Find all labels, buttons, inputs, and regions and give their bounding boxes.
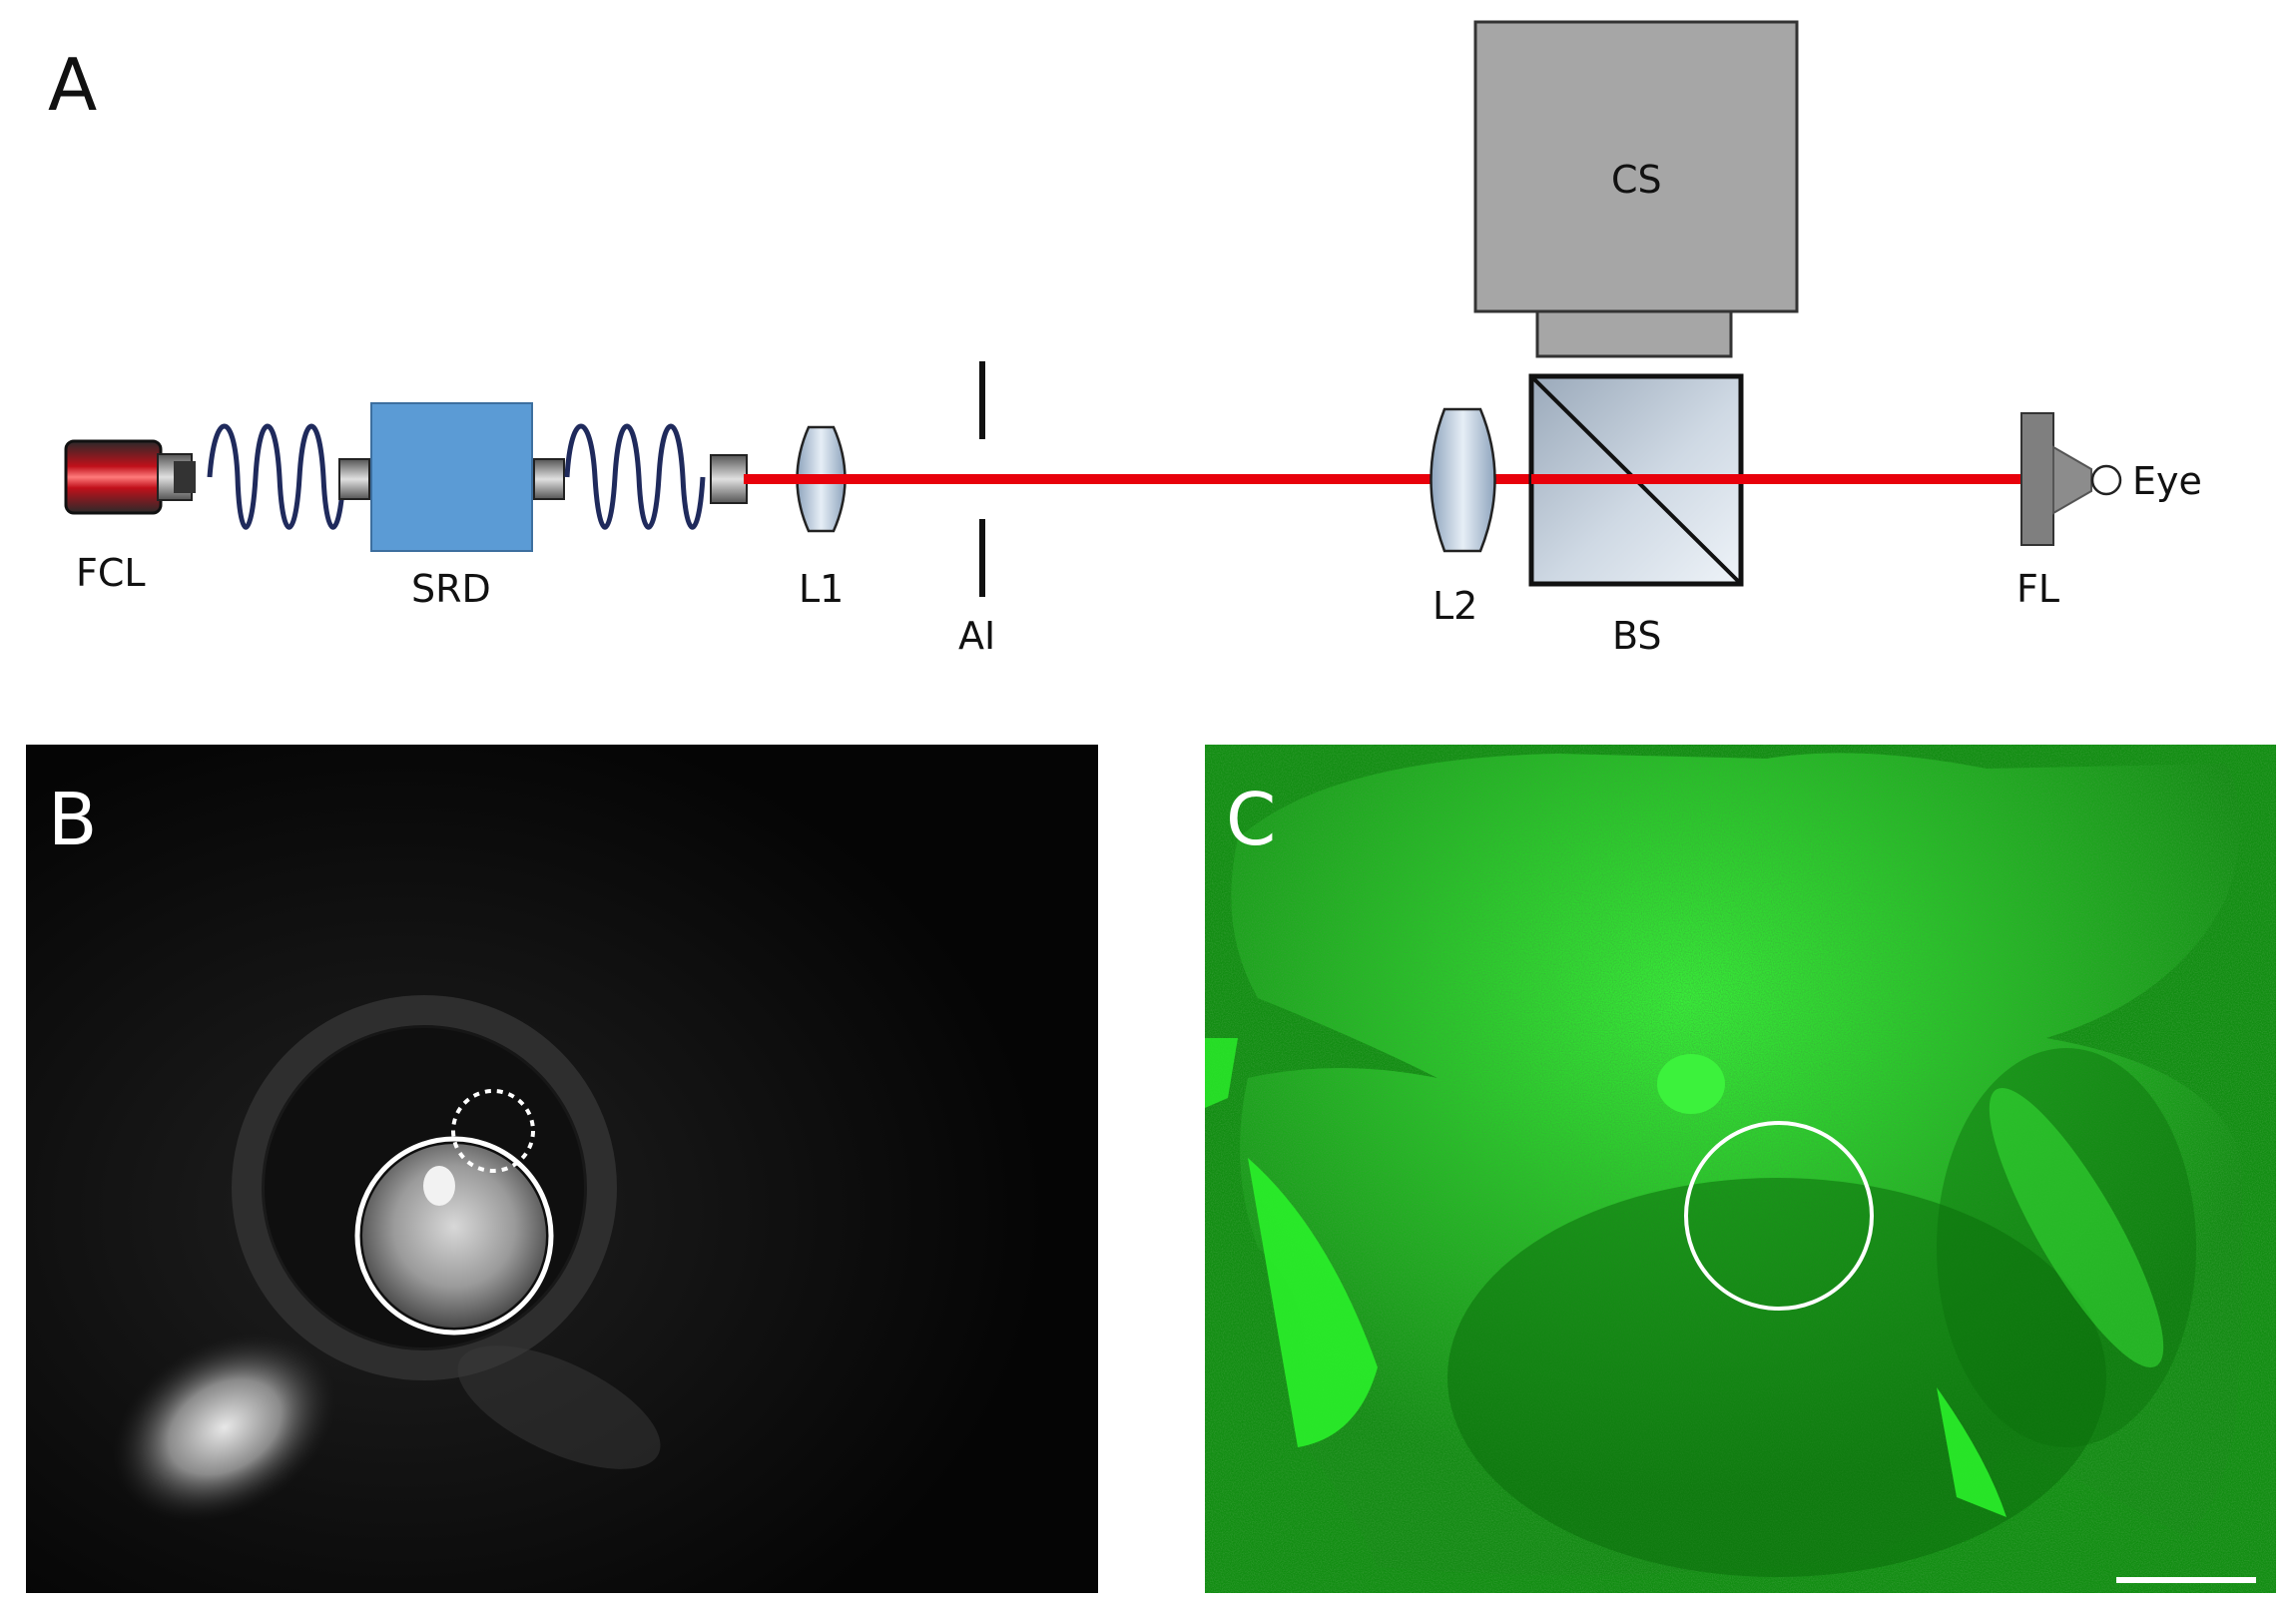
srd-label: SRD xyxy=(411,567,491,611)
eye-label: Eye xyxy=(2132,459,2202,503)
l1-label: L1 xyxy=(799,567,844,611)
srd-box xyxy=(370,402,533,552)
camera-mount xyxy=(1535,309,1733,358)
scale-bar xyxy=(2116,1577,2256,1583)
dotted-circle xyxy=(451,1089,535,1173)
lens-l2 xyxy=(1430,407,1496,553)
connector-2 xyxy=(533,458,565,500)
cs-label: CS xyxy=(1611,158,1662,202)
fiber-coil-1 xyxy=(207,423,346,530)
stimulated-region-circle xyxy=(1684,1121,1874,1311)
panel-a: A FCL SRD L1 AI xyxy=(48,20,2202,658)
optic-disc xyxy=(1657,1054,1725,1114)
panel-b: B xyxy=(26,745,1098,1593)
fl-label: FL xyxy=(2016,567,2059,611)
eye-icon xyxy=(2090,464,2122,496)
illumination-circle xyxy=(354,1136,554,1336)
bs-label: BS xyxy=(1612,614,1662,658)
flare xyxy=(112,1333,337,1522)
lens-ring xyxy=(232,995,617,1380)
panel-c-letter: C xyxy=(1226,778,1276,861)
fcl-label: FCL xyxy=(76,551,146,595)
connector-1 xyxy=(338,458,370,500)
panel-a-letter: A xyxy=(48,43,97,127)
l2-label: L2 xyxy=(1433,584,1477,628)
fundus-lens-fl xyxy=(2020,412,2092,546)
fcl-laser-source xyxy=(64,439,196,515)
panel-c: C xyxy=(1205,745,2276,1593)
camera-body xyxy=(1473,20,1799,313)
ai-label: AI xyxy=(958,614,995,658)
pupil-glow xyxy=(362,1144,546,1328)
fiber-coil-2 xyxy=(564,423,706,530)
connector-3 xyxy=(710,454,748,504)
panel-b-letter: B xyxy=(48,778,97,861)
